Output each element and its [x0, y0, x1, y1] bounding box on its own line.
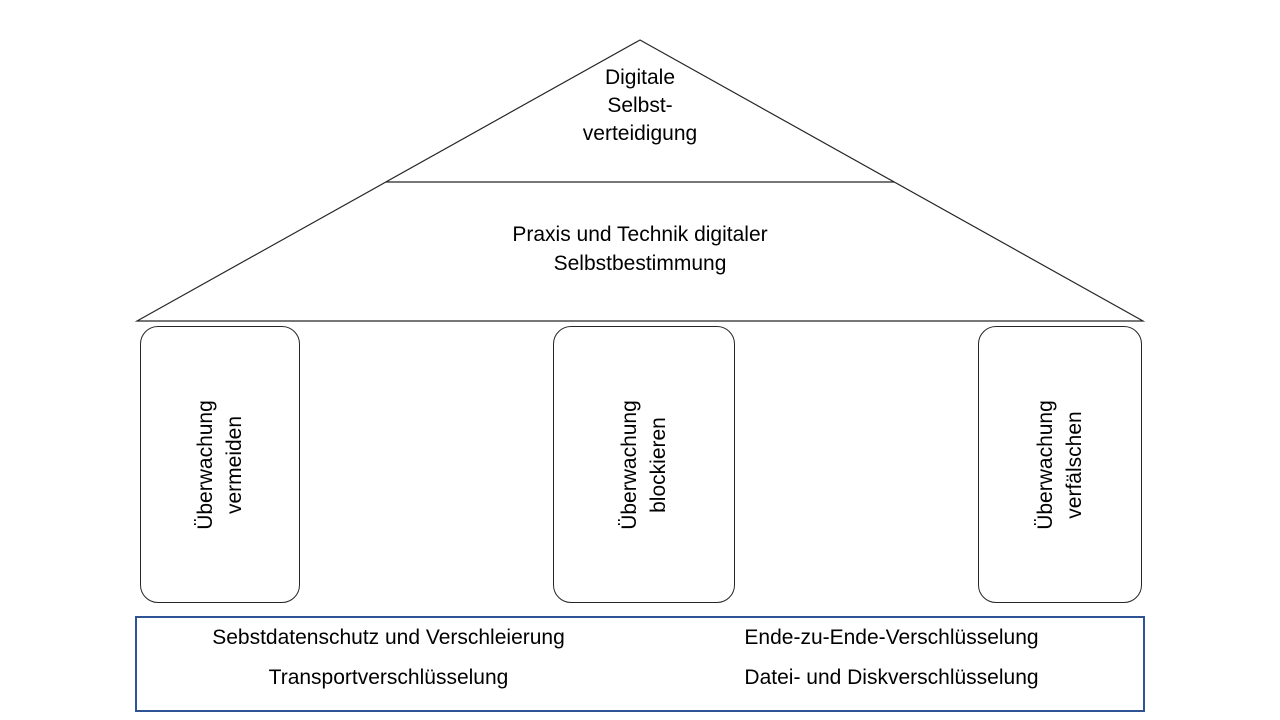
roof-title-line: Digitale — [604, 66, 676, 89]
middle-band-label: Praxis und Technik digitaler Selbstbesti… — [390, 220, 890, 278]
pillar-ueberwachung-verfaelschen: Überwachung verfälschen — [978, 326, 1142, 603]
middle-band-line: Praxis und Technik digitaler — [512, 223, 768, 246]
pillar-label: Überwachung verfälschen — [1031, 400, 1089, 530]
foundation-item-selbstdatenschutz: Sebstdatenschutz und Verschleierung — [212, 626, 565, 649]
roof-title-line: Selbst- — [607, 94, 673, 117]
middle-band-line: Selbstbestimmung — [553, 252, 727, 275]
foundation-item-ende-zu-ende: Ende-zu-Ende-Verschlüsselung — [744, 626, 1039, 649]
pillar-label: Überwachung vermeiden — [191, 400, 249, 530]
pillar-label-line: blockieren — [647, 416, 670, 513]
foundation-box: Sebstdatenschutz und Verschleierung Ende… — [135, 616, 1145, 712]
pillar-label-line: Überwachung — [1034, 399, 1057, 530]
pillar-ueberwachung-blockieren: Überwachung blockieren — [553, 326, 735, 603]
roof-triangle-shape — [134, 39, 1146, 322]
roof-title: Digitale Selbst- verteidigung — [440, 64, 840, 148]
pillar-label-line: Überwachung — [194, 399, 217, 530]
roof-title-line: verteidigung — [582, 122, 698, 145]
pillar-label-line: vermeiden — [223, 415, 246, 514]
pillar-ueberwachung-vermeiden: Überwachung vermeiden — [140, 326, 300, 603]
foundation-item-datei-disk: Datei- und Diskverschlüsselung — [744, 666, 1039, 689]
pillar-label: Überwachung blockieren — [615, 400, 673, 530]
pillar-label-line: verfälschen — [1063, 410, 1086, 519]
pillar-label-line: Überwachung — [618, 399, 641, 530]
foundation-item-transport: Transportverschlüsselung — [268, 666, 509, 689]
